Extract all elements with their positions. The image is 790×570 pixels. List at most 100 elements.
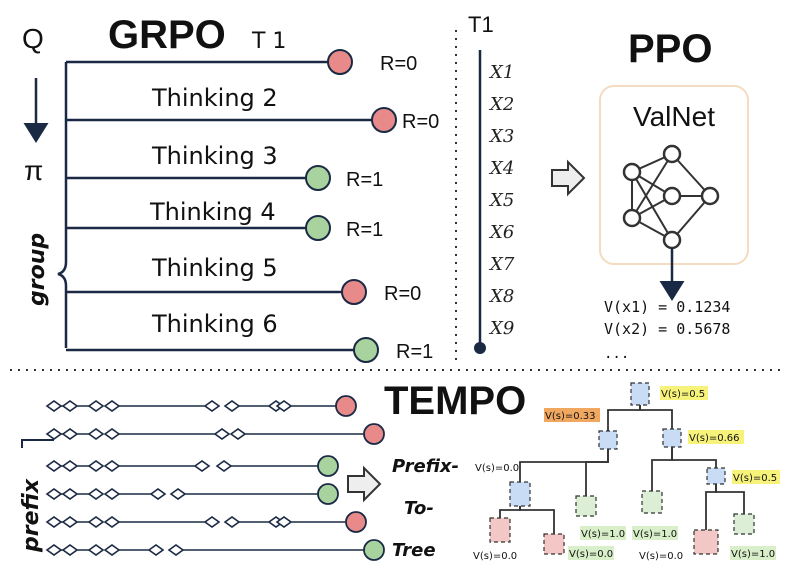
- grpo-reward-node: [353, 337, 379, 363]
- token-diamond: [87, 544, 105, 556]
- token-diamond: [167, 544, 185, 556]
- tree-value-label: V(s)=0.0: [473, 551, 517, 562]
- rollout-reward-node: [363, 423, 385, 445]
- grpo-title: GRPO: [108, 13, 226, 57]
- tree-node: [641, 490, 663, 514]
- network-edge: [671, 195, 711, 241]
- token-diamond: [61, 400, 79, 412]
- token-seq-title: T1: [468, 12, 494, 37]
- grpo-trajectory-label: Thinking 2: [151, 84, 278, 112]
- rollout-reward-node: [317, 455, 339, 477]
- tree-value-label: V(s)=1.0: [731, 549, 775, 560]
- token-diamond: [223, 516, 241, 528]
- tree-value-highlight: [580, 526, 626, 540]
- token-diamond: [103, 516, 121, 528]
- token-diamond: [87, 400, 105, 412]
- token-diamond: [61, 516, 79, 528]
- token-diamond: [45, 516, 63, 528]
- token-diamond: [275, 516, 293, 528]
- token-diamond: [87, 488, 105, 500]
- ppo-value-1: V(x1) = 0.1234: [604, 298, 730, 316]
- tree-value-label: V(s)=0.33: [545, 411, 596, 422]
- token-diamond: [87, 516, 105, 528]
- token-diamond: [87, 428, 105, 440]
- token-diamond: [87, 460, 105, 472]
- token-diamond: [103, 488, 121, 500]
- tree-node: [706, 467, 726, 485]
- token-label: X2: [488, 94, 514, 115]
- token-diamond: [45, 428, 63, 440]
- token-diamond: [169, 488, 187, 500]
- grpo-trajectory-label: T 1: [251, 29, 286, 54]
- token-label: X7: [488, 254, 515, 275]
- prefix-to-tree-line-3: Tree: [392, 540, 436, 561]
- grpo-reward-label: R=0: [384, 283, 421, 305]
- grpo-reward-label: R=0: [402, 111, 439, 133]
- valnet-label: ValNet: [633, 101, 715, 132]
- rollout-reward-node: [363, 539, 385, 561]
- token-diamond: [203, 516, 221, 528]
- grpo-trajectory-label: Thinking 3: [151, 142, 278, 170]
- token-diamond: [45, 400, 63, 412]
- token-diamond: [223, 400, 241, 412]
- to-ppo-arrow: [551, 159, 586, 197]
- token-diamond: [103, 428, 121, 440]
- token-diamond: [203, 400, 221, 412]
- tree-node: [575, 495, 597, 517]
- grpo-trajectory-label: Thinking 6: [151, 310, 278, 338]
- grpo-trajectory-label: Thinking 5: [151, 254, 278, 282]
- token-label: X5: [488, 190, 514, 211]
- grpo-reward-node: [305, 165, 331, 191]
- tree-value-label: V(s)=1.0: [633, 529, 677, 540]
- token-diamond: [61, 460, 79, 472]
- rollout-reward-node: [345, 511, 367, 533]
- token-diamond: [103, 544, 121, 556]
- policy-label: π: [24, 155, 43, 186]
- token-diamond: [215, 460, 233, 472]
- token-label: X6: [488, 222, 514, 243]
- tree-edge: [519, 440, 609, 494]
- tree-value-highlight: [544, 408, 600, 422]
- grpo-reward-label: R=1: [346, 219, 383, 241]
- tree-value-highlight: [688, 430, 744, 444]
- tempo-title: TEMPO: [384, 379, 526, 423]
- grpo-reward-node: [371, 107, 397, 133]
- token-label: X4: [488, 158, 514, 179]
- network-edge: [671, 153, 711, 197]
- network-node: [622, 208, 642, 228]
- grpo-reward-node: [305, 215, 331, 241]
- tree-value-highlight: [730, 546, 776, 560]
- grpo-reward-node: [327, 49, 353, 75]
- tree-node: [543, 533, 565, 555]
- tree-value-label: V(s)=1.0: [581, 529, 625, 540]
- tree-node: [662, 428, 682, 448]
- network-node: [700, 186, 720, 206]
- tree-value-label: V(s)=0.0: [569, 549, 613, 560]
- token-label: X3: [488, 126, 514, 147]
- query-label: Q: [22, 23, 44, 54]
- token-diamond: [193, 460, 211, 472]
- token-diamond: [103, 460, 121, 472]
- tree-edge: [585, 440, 609, 506]
- tree-node: [509, 481, 531, 507]
- grpo-reward-label: R=1: [346, 169, 383, 191]
- prefix-tree: V(s)=0.5V(s)=0.33V(s)=0.66V(s)=0.0 V(s)=0…: [473, 382, 780, 562]
- grpo-reward-label: R=1: [396, 341, 433, 363]
- token-diamond: [61, 488, 79, 500]
- tree-value-highlight: [568, 546, 614, 560]
- ppo-value-2: V(x2) = 0.5678: [604, 320, 730, 338]
- tree-node: [598, 430, 618, 450]
- grpo-trajectory-label: Thinking 4: [149, 198, 276, 226]
- network-node: [662, 144, 682, 164]
- token-diamond: [149, 488, 167, 500]
- network-node: [662, 230, 682, 250]
- token-diamond: [45, 460, 63, 472]
- token-timeline-end: [474, 342, 486, 354]
- tree-value-label: V(s)=0.66: [689, 433, 740, 444]
- tree-value-label: V(s)=0.5: [661, 389, 705, 400]
